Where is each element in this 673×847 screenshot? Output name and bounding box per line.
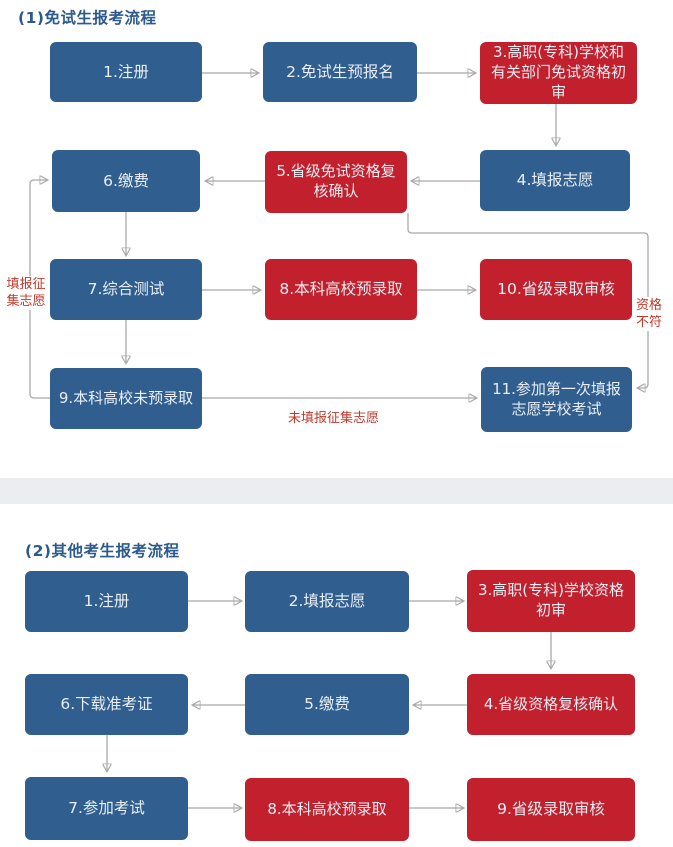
flow2-box-school-initial-review: 3.高职(专科)学校资格初审 <box>467 570 635 632</box>
flow1-box-register: 1.注册 <box>50 42 202 102</box>
section-divider-band <box>0 478 673 504</box>
flow1-box-provincial-exempt-recheck: 5.省级免试资格复核确认 <box>265 151 407 213</box>
flow1-box-undergrad-preadmit: 8.本科高校预录取 <box>265 259 417 320</box>
flow2-title: (2)其他考生报考流程 <box>25 542 180 560</box>
flow2-box-pay-fee: 5.缴费 <box>245 674 409 735</box>
flow1-title: (1)免试生报考流程 <box>18 9 157 27</box>
flow2-box-download-admission-ticket: 6.下载准考证 <box>25 674 188 735</box>
flow2-box-register: 1.注册 <box>25 571 188 632</box>
flow1-box-school-initial-review: 3.高职(专科)学校和有关部门免试资格初审 <box>480 42 637 104</box>
label-fill-supplementary-preference: 填报征集志愿 <box>4 276 48 310</box>
flow2-box-take-exam: 7.参加考试 <box>25 777 188 840</box>
label-qualification-mismatch: 资格不符 <box>634 297 664 331</box>
flow1-box-first-choice-school-exam: 11.参加第一次填报志愿学校考试 <box>481 367 632 432</box>
flow1-box-comprehensive-test: 7.综合测试 <box>50 259 202 320</box>
flow1-box-provincial-admission-review: 10.省级录取审核 <box>480 259 632 320</box>
flow2-box-provincial-admission-review: 9.省级录取审核 <box>467 778 635 841</box>
flow2-box-provincial-recheck: 4.省级资格复核确认 <box>467 674 635 735</box>
flow1-box-exempt-prereg: 2.免试生预报名 <box>263 42 417 102</box>
flow2-box-fill-preference: 2.填报志愿 <box>245 571 409 632</box>
flow1-box-pay-fee: 6.缴费 <box>52 150 200 212</box>
flow1-box-undergrad-not-preadmit: 9.本科高校未预录取 <box>50 368 202 429</box>
flow2-box-undergrad-preadmit: 8.本科高校预录取 <box>245 778 409 841</box>
flow1-box-fill-preference: 4.填报志愿 <box>480 150 630 211</box>
arrow-f1-qualification-mismatch <box>407 213 649 388</box>
label-no-supplementary-preference: 未填报征集志愿 <box>288 411 380 426</box>
